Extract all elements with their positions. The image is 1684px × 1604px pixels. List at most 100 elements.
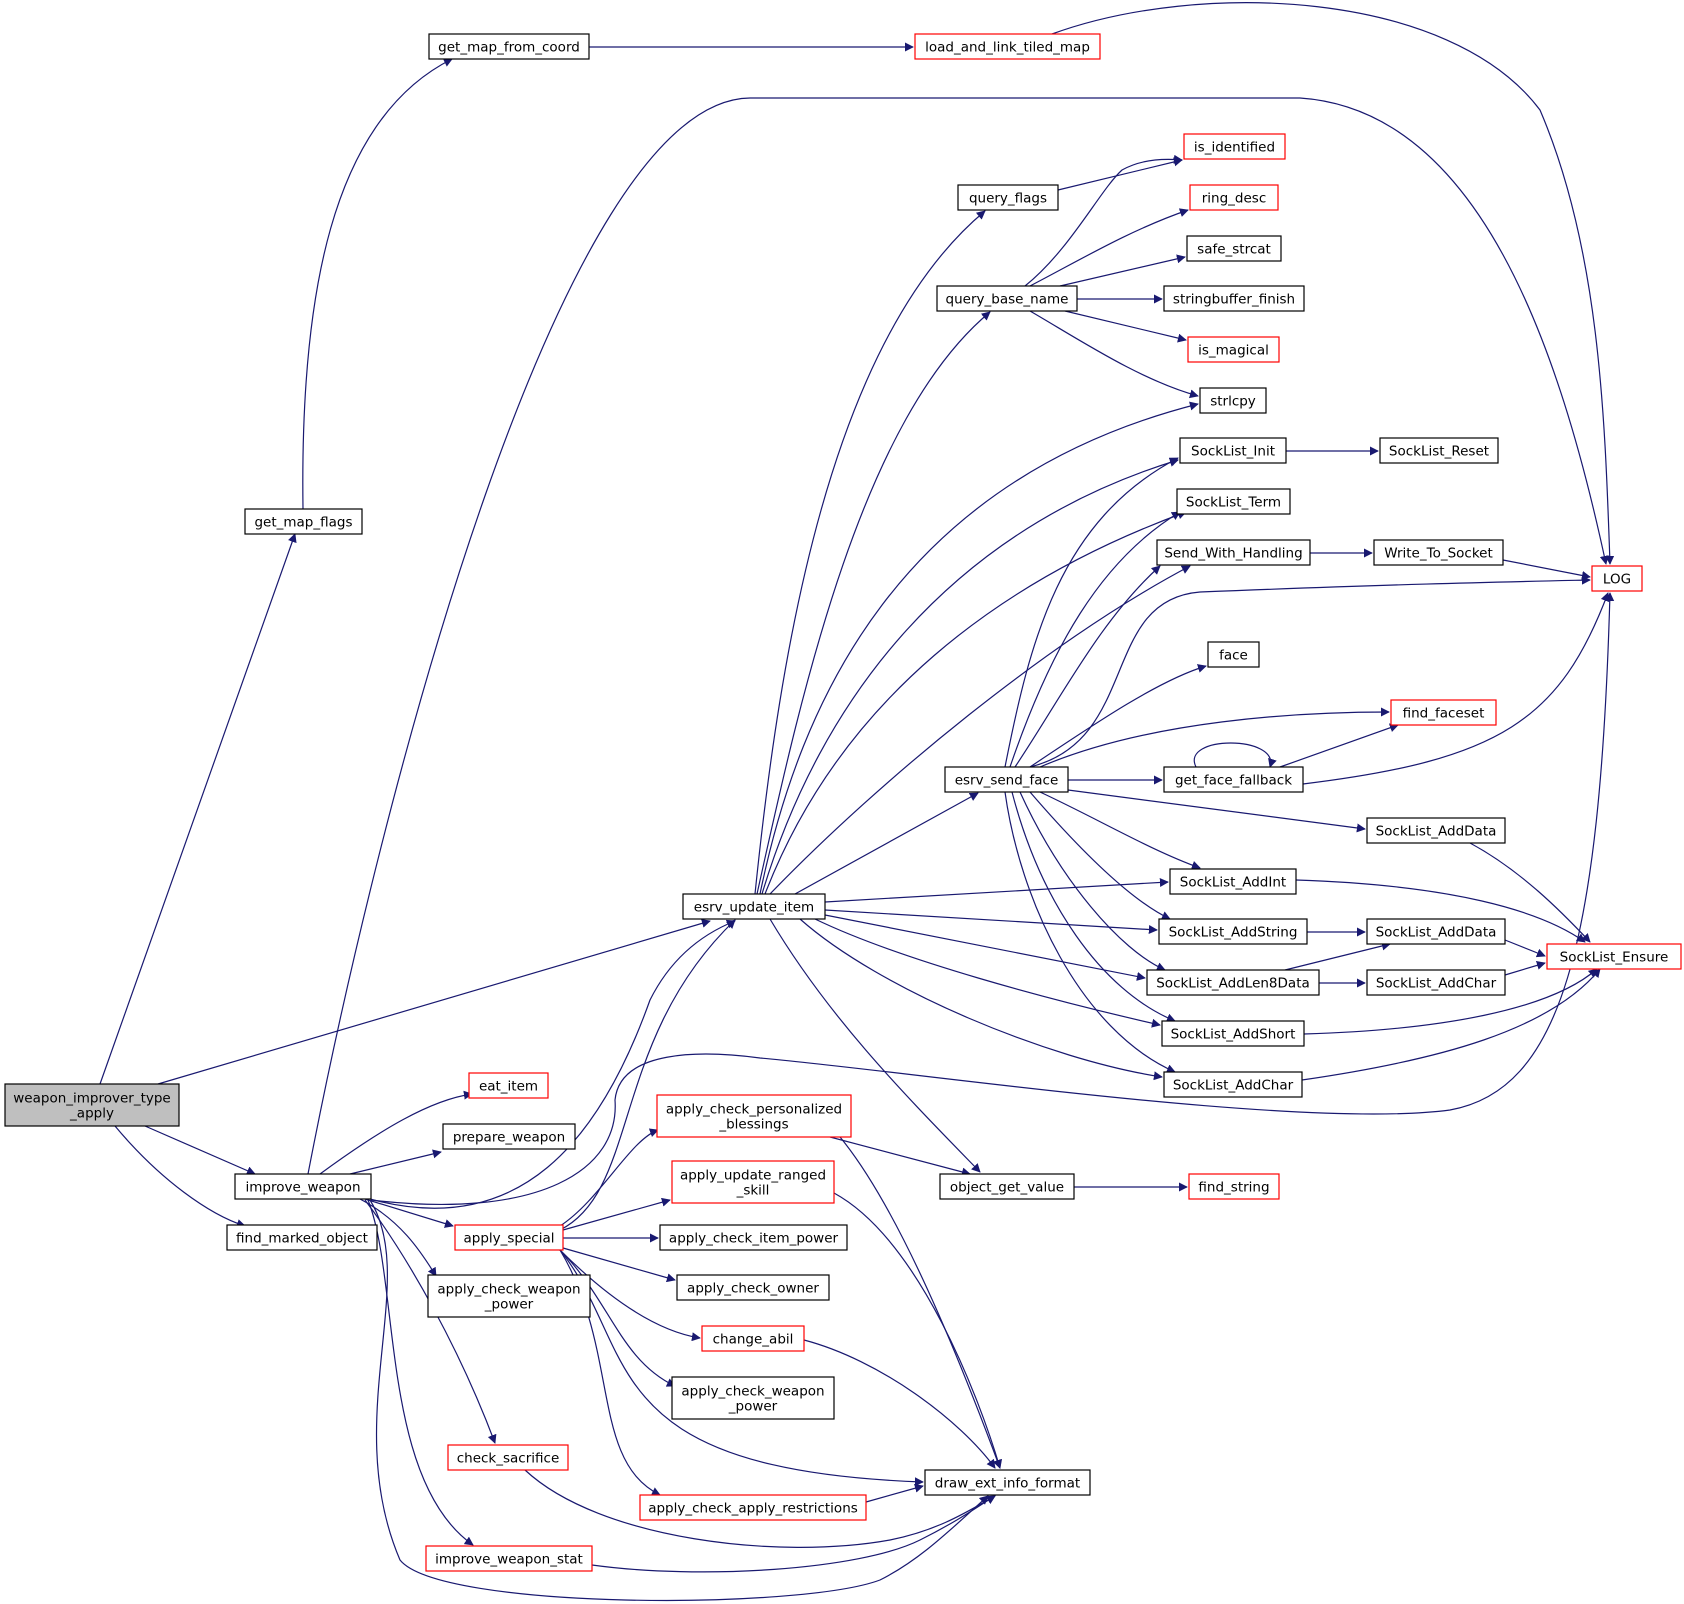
- node-box: [659, 1224, 848, 1251]
- node-safe_strcat[interactable]: safe_strcat: [1186, 235, 1282, 262]
- edge-improve_weapon-to-improve_weapon_stat: [367, 1199, 474, 1546]
- edge-esrv_send_face-to-face: [1029, 664, 1207, 768]
- node-label: safe_strcat: [1197, 242, 1271, 258]
- edge-SockList_AddChar_2-to-SockList_Ensure: [1504, 961, 1546, 976]
- node-label: _skill: [736, 1183, 770, 1199]
- node-get_map_flags[interactable]: get_map_flags: [244, 508, 363, 535]
- node-Send_With_Handling[interactable]: Send_With_Handling: [1156, 539, 1311, 566]
- node-box: [244, 508, 363, 535]
- node-draw_ext_info_format[interactable]: draw_ext_info_format: [924, 1469, 1091, 1496]
- node-apply_update_ranged_skill[interactable]: apply_update_ranged_skill: [671, 1160, 835, 1204]
- node-SockList_Ensure[interactable]: SockList_Ensure: [1546, 943, 1682, 970]
- node-improve_weapon[interactable]: improve_weapon: [234, 1173, 372, 1200]
- node-apply_check_personalized_blessings[interactable]: apply_check_personalized_blessings: [656, 1094, 852, 1138]
- edge-esrv_send_face-to-SockList_AddString: [1029, 791, 1171, 920]
- edge-esrv_send_face-to-SockList_AddShort: [1011, 791, 1176, 1023]
- node-box: [468, 1072, 549, 1099]
- node-object_get_value[interactable]: object_get_value: [939, 1173, 1075, 1200]
- node-load_and_link_tiled_map[interactable]: load_and_link_tiled_map: [914, 33, 1101, 60]
- node-box: [1186, 235, 1282, 262]
- node-change_abil[interactable]: change_abil: [701, 1325, 805, 1352]
- node-label: stringbuffer_finish: [1173, 292, 1295, 308]
- node-query_flags[interactable]: query_flags: [957, 184, 1059, 211]
- node-query_base_name[interactable]: query_base_name: [936, 285, 1078, 312]
- node-box: [427, 1274, 591, 1318]
- edge-query_base_name-to-strlcpy: [1029, 310, 1199, 399]
- node-find_string[interactable]: find_string: [1188, 1173, 1280, 1200]
- edge-get_face_fallback-to-get_face_fallback: [1193, 742, 1277, 768]
- node-strlcpy[interactable]: strlcpy: [1199, 387, 1267, 414]
- node-esrv_update_item[interactable]: esrv_update_item: [682, 893, 826, 920]
- node-box: [447, 1444, 569, 1471]
- node-label: get_face_fallback: [1175, 773, 1292, 789]
- node-label: change_abil: [713, 1332, 794, 1348]
- node-SockList_Reset[interactable]: SockList_Reset: [1379, 437, 1499, 464]
- node-label: LOG: [1603, 572, 1631, 588]
- node-esrv_send_face[interactable]: esrv_send_face: [944, 766, 1069, 793]
- edge-improve_weapon-to-esrv_update_item: [369, 919, 736, 1209]
- node-stringbuffer_finish[interactable]: stringbuffer_finish: [1163, 285, 1305, 312]
- node-SockList_AddString[interactable]: SockList_AddString: [1158, 918, 1308, 945]
- node-check_sacrifice[interactable]: check_sacrifice: [447, 1444, 569, 1471]
- node-SockList_AddChar_1[interactable]: SockList_AddChar: [1163, 1071, 1303, 1098]
- node-label: SockList_AddInt: [1180, 875, 1286, 891]
- node-label: strlcpy: [1210, 394, 1256, 410]
- node-prepare_weapon[interactable]: prepare_weapon: [442, 1123, 576, 1150]
- edge-improve_weapon-to-apply_special: [364, 1198, 454, 1228]
- node-label: apply_check_weapon: [437, 1282, 580, 1298]
- node-apply_check_owner[interactable]: apply_check_owner: [676, 1274, 830, 1301]
- node-weapon_improver[interactable]: weapon_improver_type_apply: [4, 1083, 180, 1127]
- node-label: _blessings: [718, 1117, 788, 1133]
- node-apply_check_weapon_power_1[interactable]: apply_check_weapon_power: [427, 1274, 591, 1318]
- node-SockList_Init[interactable]: SockList_Init: [1179, 437, 1287, 464]
- edge-load_and_link_tiled_map-to-LOG: [1051, 2, 1615, 565]
- node-box: [1199, 387, 1267, 414]
- node-ring_desc[interactable]: ring_desc: [1189, 184, 1279, 211]
- node-is_magical[interactable]: is_magical: [1187, 336, 1280, 363]
- node-label: eat_item: [479, 1079, 538, 1095]
- node-get_map_from_coord[interactable]: get_map_from_coord: [428, 33, 590, 60]
- node-SockList_AddInt[interactable]: SockList_AddInt: [1169, 868, 1297, 895]
- node-box: [226, 1224, 378, 1251]
- node-SockList_Term[interactable]: SockList_Term: [1176, 488, 1291, 515]
- node-box: [1366, 918, 1506, 945]
- edge-esrv_send_face-to-SockList_Term: [1009, 511, 1181, 768]
- node-improve_weapon_stat[interactable]: improve_weapon_stat: [425, 1545, 593, 1572]
- node-box: [234, 1173, 372, 1200]
- node-eat_item[interactable]: eat_item: [468, 1072, 549, 1099]
- node-apply_special[interactable]: apply_special: [454, 1224, 564, 1251]
- node-label: SockList_AddData: [1376, 824, 1497, 840]
- node-apply_check_item_power[interactable]: apply_check_item_power: [659, 1224, 848, 1251]
- node-find_marked_object[interactable]: find_marked_object: [226, 1224, 378, 1251]
- node-SockList_AddChar_2[interactable]: SockList_AddChar: [1366, 969, 1506, 996]
- node-SockList_AddData_1[interactable]: SockList_AddData: [1366, 817, 1506, 844]
- edge-query_base_name-to-ring_desc: [1029, 208, 1189, 287]
- node-apply_check_weapon_power_2[interactable]: apply_check_weapon_power: [671, 1376, 835, 1420]
- node-face[interactable]: face: [1207, 641, 1260, 668]
- edge-weapon_improver-to-find_marked_object: [114, 1125, 246, 1228]
- edge-esrv_send_face-to-SockList_AddChar_1: [1004, 791, 1176, 1073]
- node-SockList_AddShort[interactable]: SockList_AddShort: [1161, 1020, 1305, 1047]
- edge-apply_check_personalized_blessings-to-draw_ext_info_format: [839, 1136, 1002, 1469]
- node-find_faceset[interactable]: find_faceset: [1390, 699, 1497, 726]
- edge-esrv_update_item-to-object_get_value: [769, 918, 981, 1173]
- edge-esrv_update_item-to-Send_With_Handling: [769, 565, 1191, 895]
- node-LOG[interactable]: LOG: [1591, 565, 1643, 592]
- node-label: _apply: [69, 1106, 114, 1122]
- node-label: get_map_from_coord: [438, 40, 580, 56]
- node-get_face_fallback[interactable]: get_face_fallback: [1163, 766, 1304, 793]
- node-label: get_map_flags: [254, 515, 352, 531]
- node-box: [428, 33, 590, 60]
- node-Write_To_Socket[interactable]: Write_To_Socket: [1373, 539, 1504, 566]
- node-box: [1163, 285, 1305, 312]
- node-SockList_AddLen8Data[interactable]: SockList_AddLen8Data: [1146, 969, 1320, 996]
- edge-query_flags-to-is_identified: [1057, 157, 1183, 191]
- node-apply_check_apply_restrictions[interactable]: apply_check_apply_restrictions: [639, 1494, 867, 1521]
- edge-esrv_update_item-to-SockList_Term: [764, 510, 1187, 895]
- node-SockList_AddData_2[interactable]: SockList_AddData: [1366, 918, 1506, 945]
- node-is_identified[interactable]: is_identified: [1183, 133, 1286, 160]
- node-label: Write_To_Socket: [1384, 546, 1493, 562]
- edge-SockList_AddData_2-to-SockList_Ensure: [1504, 939, 1546, 958]
- edge-esrv_update_item-to-query_base_name: [756, 311, 991, 895]
